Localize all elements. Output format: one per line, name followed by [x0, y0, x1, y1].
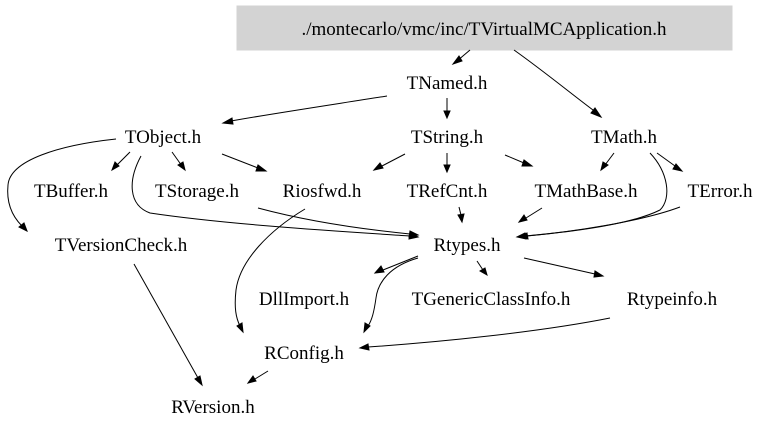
- edge-rconfig-rversion: [254, 370, 269, 380]
- edge-tobject-riosfwd: [221, 153, 259, 169]
- node-tnamed: TNamed.h: [407, 73, 488, 94]
- node-tgenericclassinfo: TGenericClassInfo.h: [412, 289, 571, 310]
- arrowhead: [373, 265, 385, 274]
- edge-rtypes-tgenericclassinfo: [476, 260, 484, 271]
- edge-tmath-terror: [656, 152, 676, 167]
- node-tstring: TString.h: [411, 127, 484, 148]
- edge-tstring-tmathbase: [504, 154, 525, 164]
- arrowhead: [177, 161, 186, 172]
- arrowhead: [590, 107, 603, 119]
- edges: [7, 49, 684, 387]
- arrowhead: [221, 117, 234, 125]
- node-tobject: TObject.h: [125, 127, 202, 148]
- node-rtypes: Rtypes.h: [433, 235, 501, 256]
- arrowhead: [363, 322, 371, 334]
- arrowhead: [443, 110, 451, 120]
- node-tversioncheck: TVersionCheck.h: [55, 235, 188, 256]
- arrowhead: [672, 163, 684, 172]
- node-tmathbase: TMathBase.h: [535, 181, 638, 202]
- edge-trefcnt-rtypes: [458, 206, 462, 216]
- arrowhead: [18, 222, 28, 233]
- arrowhead: [521, 159, 534, 167]
- root-node-box: [236, 5, 733, 51]
- edge-tmathbase-rtypes: [525, 207, 543, 219]
- arrowhead: [479, 267, 488, 277]
- arrowhead: [255, 164, 268, 172]
- edge-root-tmath: [513, 49, 598, 114]
- arrowhead: [593, 270, 605, 278]
- edge-tstring-riosfwd: [381, 153, 406, 167]
- edge-tversioncheck-rversion: [133, 263, 199, 379]
- node-tstorage: TStorage.h: [155, 181, 239, 202]
- edge-tstorage-rtypes: [257, 207, 411, 235]
- node-tmath: TMath.h: [591, 127, 657, 148]
- arrowhead: [358, 343, 370, 351]
- edge-rtypeinfo-rconfig: [367, 317, 611, 348]
- arrowhead: [443, 164, 451, 174]
- node-terror: TError.h: [688, 181, 753, 202]
- arrowhead: [451, 55, 463, 65]
- arrowhead: [517, 232, 529, 240]
- edge-rtypes-rtypeinfo: [523, 257, 596, 275]
- node-trefcnt: TRefCnt.h: [407, 181, 488, 202]
- edge-tobject-tversioncheck: [7, 138, 117, 227]
- node-rconfig: RConfig.h: [264, 343, 344, 364]
- arrowhead: [194, 375, 203, 387]
- edge-rtypes-dllimport: [382, 255, 419, 271]
- edge-tnamed-tobject: [230, 95, 388, 122]
- arrowhead: [236, 322, 244, 334]
- arrowhead: [600, 161, 609, 172]
- edge-tobject-rtypes: [131, 155, 411, 237]
- arrowhead: [457, 213, 465, 224]
- arrowhead: [408, 230, 420, 238]
- node-root: ./montecarlo/vmc/inc/TVirtualMCApplicati…: [301, 19, 667, 40]
- edge-tmath-tmathbase: [604, 152, 615, 166]
- node-dllimport: DllImport.h: [259, 289, 350, 310]
- edge-rtypes-rconfig: [367, 257, 419, 327]
- edge-tobject-tbuffer: [115, 151, 131, 167]
- arrowhead: [111, 161, 120, 172]
- arrowhead: [517, 214, 528, 223]
- arrowhead: [372, 162, 384, 171]
- node-rversion: RVersion.h: [171, 397, 255, 418]
- edge-terror-rtypes: [526, 206, 681, 237]
- node-rtypeinfo: Rtypeinfo.h: [627, 289, 718, 310]
- edge-riosfwd-rconfig: [234, 208, 306, 327]
- arrowhead: [246, 375, 257, 384]
- node-tbuffer: TBuffer.h: [34, 181, 109, 202]
- node-riosfwd: Riosfwd.h: [283, 181, 362, 202]
